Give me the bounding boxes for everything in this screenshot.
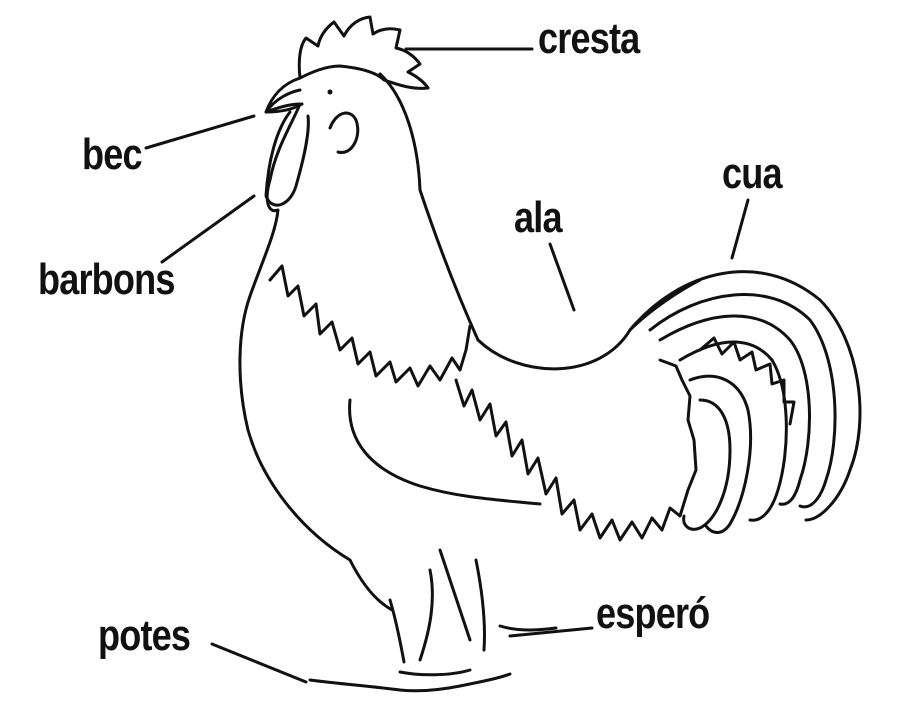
beak-outline (264, 88, 304, 114)
tail-zigzag (698, 336, 796, 426)
label-barbons: barbons (38, 255, 175, 304)
label-bec: bec (82, 130, 143, 179)
leader-potes (210, 642, 308, 684)
body-outline (238, 72, 702, 612)
leader-espero (508, 626, 594, 638)
comb-outline (297, 15, 430, 90)
wing-outline (348, 358, 698, 542)
legs-outline (308, 548, 558, 693)
label-potes: potes (98, 611, 191, 660)
hackle-fringe (268, 264, 472, 388)
leader-bec (144, 114, 256, 150)
label-ala: ala (514, 193, 563, 242)
label-cua: cua (722, 149, 783, 198)
label-cresta: cresta (538, 14, 640, 63)
leader-barbons (160, 194, 256, 264)
leader-ala (548, 242, 576, 312)
label-espero: esperó (596, 589, 710, 638)
leader-cua (730, 198, 750, 260)
eye (327, 89, 333, 95)
wattle-outline (264, 110, 310, 207)
ear-patch (328, 111, 360, 154)
tail-feathers (628, 270, 862, 534)
